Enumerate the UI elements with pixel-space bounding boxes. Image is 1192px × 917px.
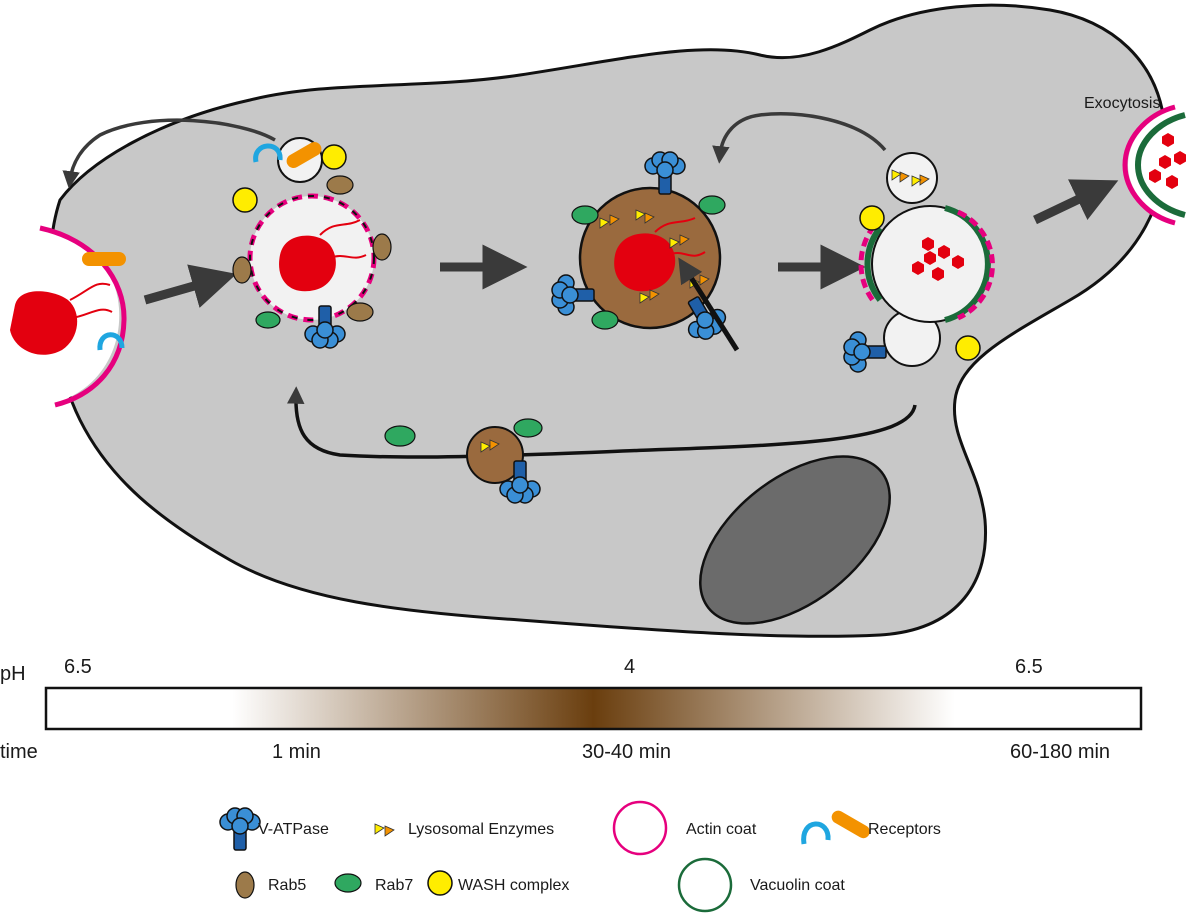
- legend-lysosomal-label: Lysosomal Enzymes: [408, 821, 554, 838]
- receptor-orange: [82, 252, 126, 266]
- legend-vacuolin-label: Vacuolin coat: [750, 877, 845, 894]
- exocytosis-label: Exocytosis: [1084, 95, 1160, 112]
- bacterium-uptake: [10, 291, 78, 355]
- legend-actin-label: Actin coat: [686, 821, 757, 838]
- ph-axis-label: pH: [0, 663, 26, 685]
- actin-cup: [39, 225, 127, 408]
- ph-end-value: 6.5: [1015, 656, 1043, 678]
- ph-start-value: 6.5: [64, 656, 92, 678]
- vacuolin-coat-icon: [677, 857, 733, 913]
- acidic-phagosome: [551, 151, 740, 352]
- ph-gradient-bar: [44, 686, 1143, 731]
- legend-wash-label: WASH complex: [458, 877, 569, 894]
- wash-complex-icon: [427, 870, 453, 896]
- vatpase-icon: [219, 807, 261, 851]
- nucleus: [699, 455, 891, 625]
- time-1-value: 1 min: [272, 741, 321, 763]
- early-phagosome: [232, 137, 392, 349]
- time-3-value: 60-180 min: [1010, 741, 1110, 763]
- time-axis-label: time: [0, 741, 38, 763]
- rab7-icon: [334, 873, 362, 893]
- exocytosis-site: [1122, 104, 1192, 226]
- legend-receptors-label: Receptors: [868, 821, 941, 838]
- receptor-icon: [801, 810, 870, 845]
- receptor-blue: [97, 332, 125, 351]
- time-2-value: 30-40 min: [582, 741, 671, 763]
- recycling-vesicle: [466, 426, 541, 504]
- neutral-phagosome: [843, 152, 995, 373]
- lysosomal-enzyme-icon: [374, 823, 395, 837]
- rab5-icon: [235, 871, 255, 899]
- actin-coat-icon: [612, 800, 668, 856]
- legend-vatpase-label: V-ATPase: [258, 821, 329, 838]
- legend-rab7-label: Rab7: [375, 877, 413, 894]
- legend-rab5-label: Rab5: [268, 877, 306, 894]
- ph-mid-value: 4: [624, 656, 635, 678]
